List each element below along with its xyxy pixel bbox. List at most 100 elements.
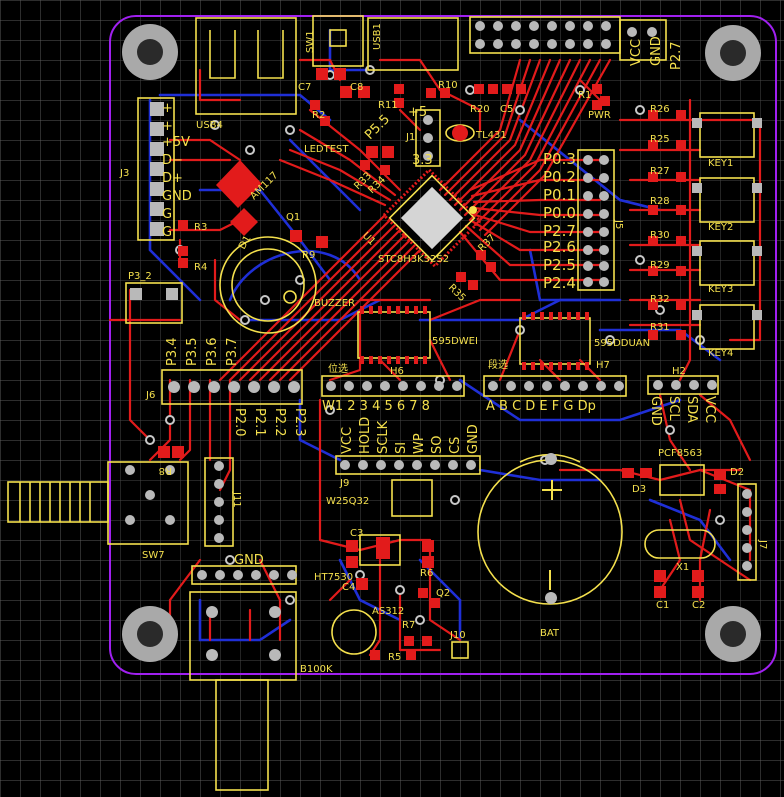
label-j5: J5 — [613, 219, 624, 229]
mounting-holes — [122, 24, 761, 662]
label-r1: R1 — [578, 90, 591, 101]
label-j3-plus2: + — [162, 119, 173, 134]
label-p21: P2.1 — [252, 408, 267, 437]
label-r27: R27 — [650, 166, 670, 177]
label-p35: P3.5 — [185, 337, 200, 366]
label-h2-vcc: VCC — [702, 396, 717, 423]
label-j3-dm: D− — [162, 153, 183, 168]
label-pcf8563: PCF8563 — [658, 448, 702, 459]
label-seg: A B C D E F G Dp — [486, 399, 596, 414]
label-c4: C4 — [342, 582, 355, 593]
label-r4: R4 — [194, 262, 207, 273]
label-vcc-top: VCC — [629, 39, 644, 66]
label-33: 3.3 — [412, 153, 433, 168]
smd-component-pads — [158, 68, 726, 660]
label-p22: P2.2 — [272, 408, 287, 437]
label-595a: 595DWEI — [432, 336, 478, 347]
label-r8: R8 — [159, 465, 172, 476]
label-j3-g1: G — [162, 207, 172, 222]
label-c5: C5 — [500, 104, 513, 115]
label-r11: R11 — [378, 100, 398, 111]
label-r28: R28 — [650, 196, 670, 207]
label-q1: Q1 — [286, 212, 300, 223]
label-key1: KEY1 — [708, 158, 733, 169]
label-vcc9: VCC — [340, 427, 355, 454]
label-r26: R26 — [650, 104, 670, 115]
label-p02: P0.2 — [543, 168, 576, 186]
mount-hole-top-right — [705, 25, 761, 81]
label-p26: P2.6 — [543, 238, 576, 256]
label-r5: R5 — [388, 652, 401, 663]
label-pwr: PWR — [588, 110, 611, 121]
label-c1: C1 — [656, 600, 669, 611]
label-gnd9: GND — [466, 424, 481, 454]
label-gnd-top: GND — [649, 36, 664, 66]
label-p37: P3.7 — [225, 337, 240, 366]
label-h7: H7 — [596, 360, 610, 371]
label-key4: KEY4 — [708, 348, 733, 359]
label-as312: AS312 — [372, 606, 404, 617]
label-wp: WP — [412, 433, 427, 454]
mount-hole-top-left — [122, 24, 178, 80]
label-tl431: TL431 — [475, 130, 507, 141]
label-gnd-bottom: GND — [234, 553, 264, 568]
label-p20: P2.0 — [232, 408, 247, 437]
label-r30: R30 — [650, 230, 670, 241]
label-h2: H2 — [672, 366, 686, 377]
label-ht7530: HT7530 — [314, 572, 353, 583]
label-j1: J1 — [405, 132, 415, 143]
label-j3-g2: G — [162, 225, 172, 240]
label-q2: Q2 — [436, 588, 450, 599]
label-j3-gnd: GND — [162, 189, 192, 204]
silkscreen-text: USB4 SW1 USB1 C7 C8 R2 R11 R10 R20 C5 R1… — [119, 23, 768, 675]
label-j9: J9 — [339, 478, 349, 489]
label-so: SO — [430, 436, 445, 454]
label-j10: J10 — [449, 630, 466, 641]
label-r32: R32 — [650, 294, 670, 305]
label-sclk: SCLK — [376, 420, 391, 454]
label-wpins: W1 2 3 4 5 6 7 8 — [322, 399, 430, 414]
label-p27: P2.7 — [543, 222, 576, 240]
label-h2-sda: SDA — [684, 396, 699, 423]
label-hold: HOLD — [358, 417, 373, 454]
label-cs: CS — [448, 437, 463, 454]
label-si: SI — [394, 442, 409, 454]
label-c2: C2 — [692, 600, 705, 611]
label-key2: KEY2 — [708, 222, 733, 233]
label-c8: C8 — [350, 82, 363, 93]
label-595b: 595DDUAN — [594, 338, 650, 349]
label-p24: P2.4 — [543, 274, 576, 292]
fiducial-mark — [469, 206, 477, 214]
buzzer-center-mark — [283, 290, 297, 304]
pad-group — [125, 21, 762, 661]
label-r3: R3 — [194, 222, 207, 233]
board-grid-overlay — [111, 17, 775, 673]
label-r2: R2 — [312, 110, 325, 121]
label-r6: R6 — [420, 568, 433, 579]
label-h2-scl: SCL — [666, 396, 681, 421]
label-b100k: B100K — [300, 664, 333, 675]
label-sw1: SW1 — [305, 30, 316, 53]
label-p00: P0.0 — [543, 204, 576, 222]
label-ledtest: LEDTEST — [304, 144, 349, 155]
label-j7: J7 — [757, 539, 768, 549]
label-p25: P2.5 — [543, 256, 576, 274]
label-duanxuan: 段选 — [488, 358, 508, 371]
label-r20: R20 — [470, 104, 490, 115]
label-p36: P3.6 — [205, 337, 220, 366]
battery-polarity — [542, 480, 562, 590]
label-p23: P2.3 — [292, 408, 307, 437]
mount-hole-bottom-left — [122, 606, 178, 662]
label-h6: H6 — [390, 366, 404, 377]
label-buzzer: BUZZER — [314, 298, 355, 309]
label-h2-gnd: GND — [648, 396, 663, 426]
label-usb4: USB4 — [196, 120, 223, 131]
label-r9: R9 — [302, 250, 315, 261]
label-d2: D2 — [730, 467, 744, 478]
label-key3: KEY3 — [708, 284, 733, 295]
label-j11: J11 — [231, 491, 242, 508]
label-usb1: USB1 — [372, 23, 383, 50]
label-c7: C7 — [298, 82, 311, 93]
label-x1: X1 — [676, 562, 689, 573]
